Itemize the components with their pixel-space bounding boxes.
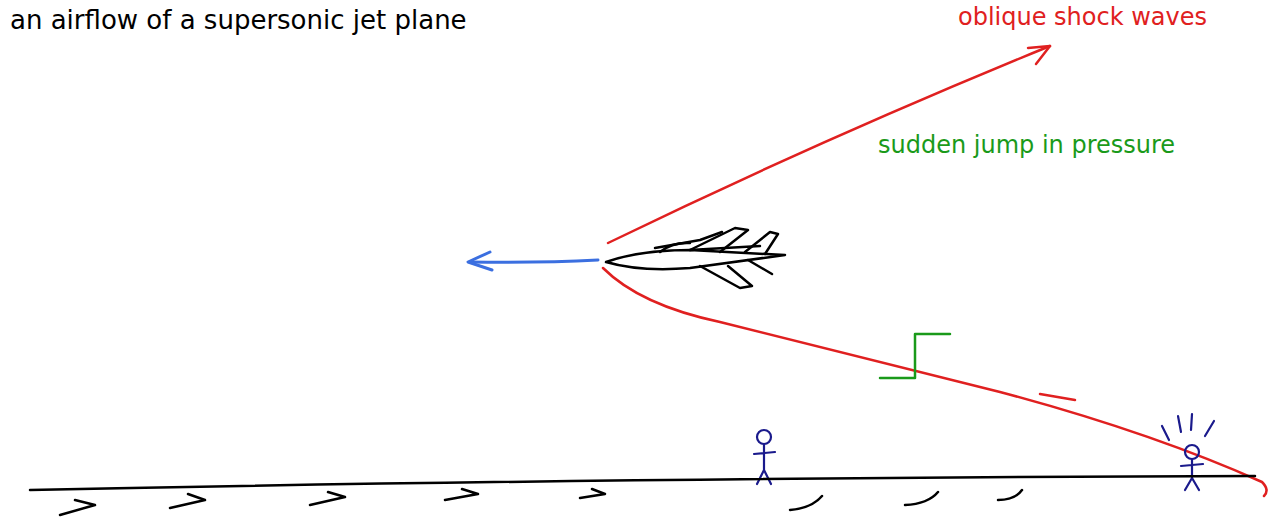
flight-direction-arrow [468, 252, 598, 270]
jet-plane [606, 228, 785, 288]
person-figure [754, 430, 775, 484]
diagram-title: an airflow of a supersonic jet plane [10, 6, 467, 36]
annotation-label: sudden jump in pressure [878, 132, 1175, 160]
shock-wave [603, 46, 1267, 496]
pressure-step-symbol [880, 334, 950, 378]
ground [30, 476, 1255, 515]
annotation-label: oblique shock waves [958, 4, 1207, 32]
person-figure [1162, 414, 1214, 490]
